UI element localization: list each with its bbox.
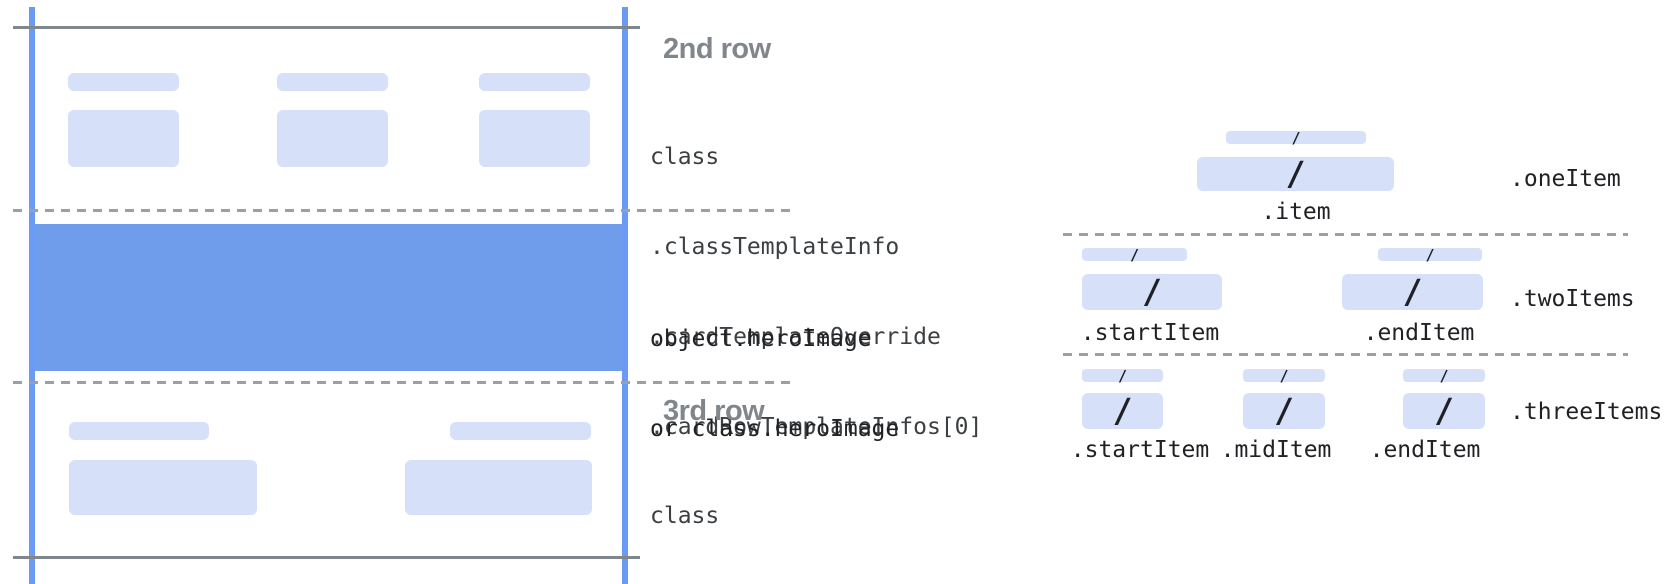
path-line: class (650, 144, 720, 170)
path-line: .cardTemplateOverride (650, 324, 941, 350)
row2-class-path: class .classTemplateInfo .cardTemplateOv… (650, 82, 982, 502)
item-value-bar: / (1082, 274, 1222, 310)
path-line: or class.heroImage (650, 416, 900, 442)
item-value-bar: / (1243, 393, 1325, 429)
field-value-placeholder-box (69, 460, 257, 515)
one-two-divider-dashed-line (1063, 233, 1628, 236)
field-label-placeholder-bar (450, 422, 591, 440)
path-line: object.heroImage (650, 326, 872, 352)
item-value-bar: / (1082, 393, 1163, 429)
item-value-bar: / (1403, 393, 1485, 429)
field-label-placeholder-bar (69, 422, 209, 440)
item-label: .midItem (1220, 437, 1332, 463)
field-label-placeholder-bar (277, 73, 388, 91)
three-items-group-label: .threeItems (1510, 399, 1663, 425)
field-value-placeholder-box (479, 110, 590, 167)
field-value-placeholder-box (277, 110, 388, 167)
item-label-bar: / (1378, 247, 1482, 262)
path-line: .cardRowTemplateInfos[0] (650, 414, 983, 440)
item-value-bar: / (1342, 274, 1483, 310)
item-label-bar: / (1403, 368, 1485, 383)
two-items-group-label: .twoItems (1510, 286, 1635, 312)
field-value-placeholder-box (405, 460, 592, 515)
two-three-divider-dashed-line (1063, 353, 1628, 356)
item-label: .startItem (1080, 320, 1220, 346)
row3-heading: 3rd row (663, 395, 765, 427)
item-label: .endItem (1369, 437, 1481, 463)
path-line: .classTemplateInfo (650, 234, 900, 260)
right-guide-line (622, 7, 628, 584)
left-guide-line (29, 7, 35, 584)
item-label-bar: / (1082, 368, 1163, 383)
item-label-bar: / (1226, 130, 1366, 145)
row2-heading: 2nd row (663, 33, 771, 65)
hero-row3-divider-dashed-line (13, 381, 797, 384)
item-value-bar: / (1197, 157, 1394, 191)
bottom-boundary-line (13, 556, 640, 559)
path-line: class (650, 503, 720, 529)
field-value-placeholder-box (68, 110, 179, 167)
row3-class-path: class .classTemplateInfo .cardTemplateOv… (650, 441, 982, 584)
item-label: .item (1261, 199, 1331, 225)
one-item-group-label: .oneItem (1510, 166, 1621, 192)
item-label: .endItem (1363, 320, 1475, 346)
field-label-placeholder-bar (68, 73, 179, 91)
item-label-bar: / (1082, 247, 1187, 262)
field-label-placeholder-bar (479, 73, 590, 91)
top-boundary-line (13, 26, 640, 29)
row2-hero-divider-dashed-line (13, 209, 797, 212)
item-label-bar: / (1243, 368, 1325, 383)
hero-image-placeholder (35, 224, 622, 371)
hero-image-path: object.heroImage or class.heroImage (650, 264, 899, 504)
item-label: .startItem (1070, 437, 1210, 463)
